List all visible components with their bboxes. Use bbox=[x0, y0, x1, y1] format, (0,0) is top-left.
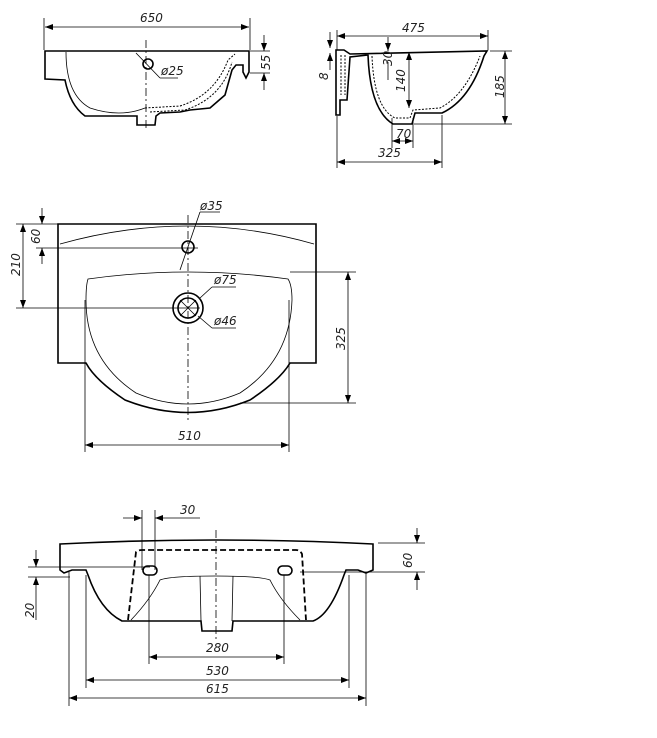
section-outline bbox=[335, 49, 489, 125]
dim-30-front: 30 bbox=[180, 503, 196, 517]
side-view: 650 55 ø25 bbox=[43, 11, 273, 130]
dim-8: 8 bbox=[317, 72, 331, 80]
dim-60-front: 60 bbox=[401, 552, 415, 568]
section-view: 475 8 30 140 185 70 325 bbox=[317, 21, 512, 168]
side-outline bbox=[44, 50, 250, 126]
dim-140: 140 bbox=[394, 69, 408, 92]
front-view: 30 60 20 280 530 615 bbox=[23, 503, 425, 706]
overflow-hole bbox=[142, 58, 154, 70]
dim-o25: ø25 bbox=[160, 64, 184, 78]
hidden-mount-outline bbox=[127, 549, 307, 621]
dim-650: 650 bbox=[140, 11, 163, 25]
front-outline bbox=[59, 539, 374, 632]
dim-475: 475 bbox=[402, 21, 425, 35]
dim-70: 70 bbox=[396, 127, 412, 141]
dim-615: 615 bbox=[206, 682, 229, 696]
dim-510: 510 bbox=[178, 429, 201, 443]
tap-hole bbox=[181, 240, 195, 254]
dim-20: 20 bbox=[23, 602, 37, 618]
dim-325-top: 325 bbox=[334, 327, 348, 350]
dim-60-top: 60 bbox=[29, 228, 43, 244]
dim-55: 55 bbox=[259, 55, 273, 70]
dim-30: 30 bbox=[381, 50, 395, 66]
dim-o46: ø46 bbox=[213, 314, 237, 328]
mount-hole-right bbox=[277, 565, 293, 576]
top-outline bbox=[57, 223, 317, 414]
dim-530: 530 bbox=[206, 664, 229, 678]
dim-210: 210 bbox=[9, 253, 23, 276]
top-view: ø35 ø75 ø46 60 210 325 510 bbox=[9, 199, 356, 452]
dim-185: 185 bbox=[493, 75, 507, 98]
dim-280: 280 bbox=[206, 641, 229, 655]
dim-o35: ø35 bbox=[199, 199, 223, 213]
dim-o75: ø75 bbox=[213, 273, 237, 287]
side-section-hatch bbox=[144, 53, 236, 113]
dim-325-section: 325 bbox=[378, 146, 401, 160]
mount-hole-left bbox=[142, 565, 158, 576]
